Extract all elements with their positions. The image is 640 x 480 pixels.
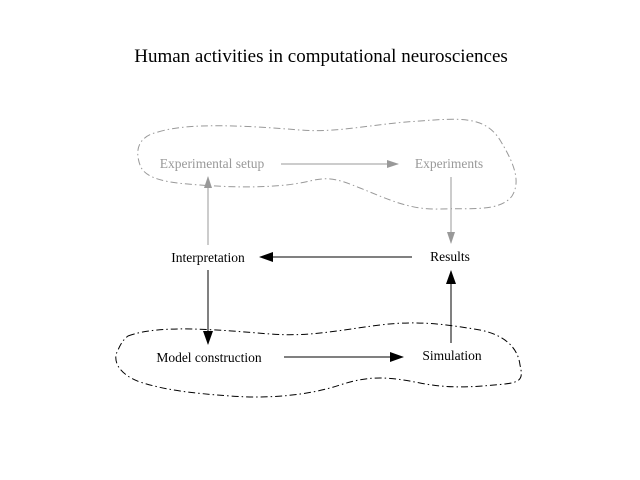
computational-cloud [115,322,522,398]
node-results: Results [430,249,470,264]
experimental-cloud [137,118,517,210]
diagram-title: Human activities in computational neuros… [134,46,508,67]
node-experiments: Experiments [415,156,483,171]
node-model-construction: Model construction [156,350,262,365]
node-experimental-setup: Experimental setup [160,156,265,171]
node-simulation: Simulation [422,348,482,363]
node-interpretation: Interpretation [171,250,245,265]
